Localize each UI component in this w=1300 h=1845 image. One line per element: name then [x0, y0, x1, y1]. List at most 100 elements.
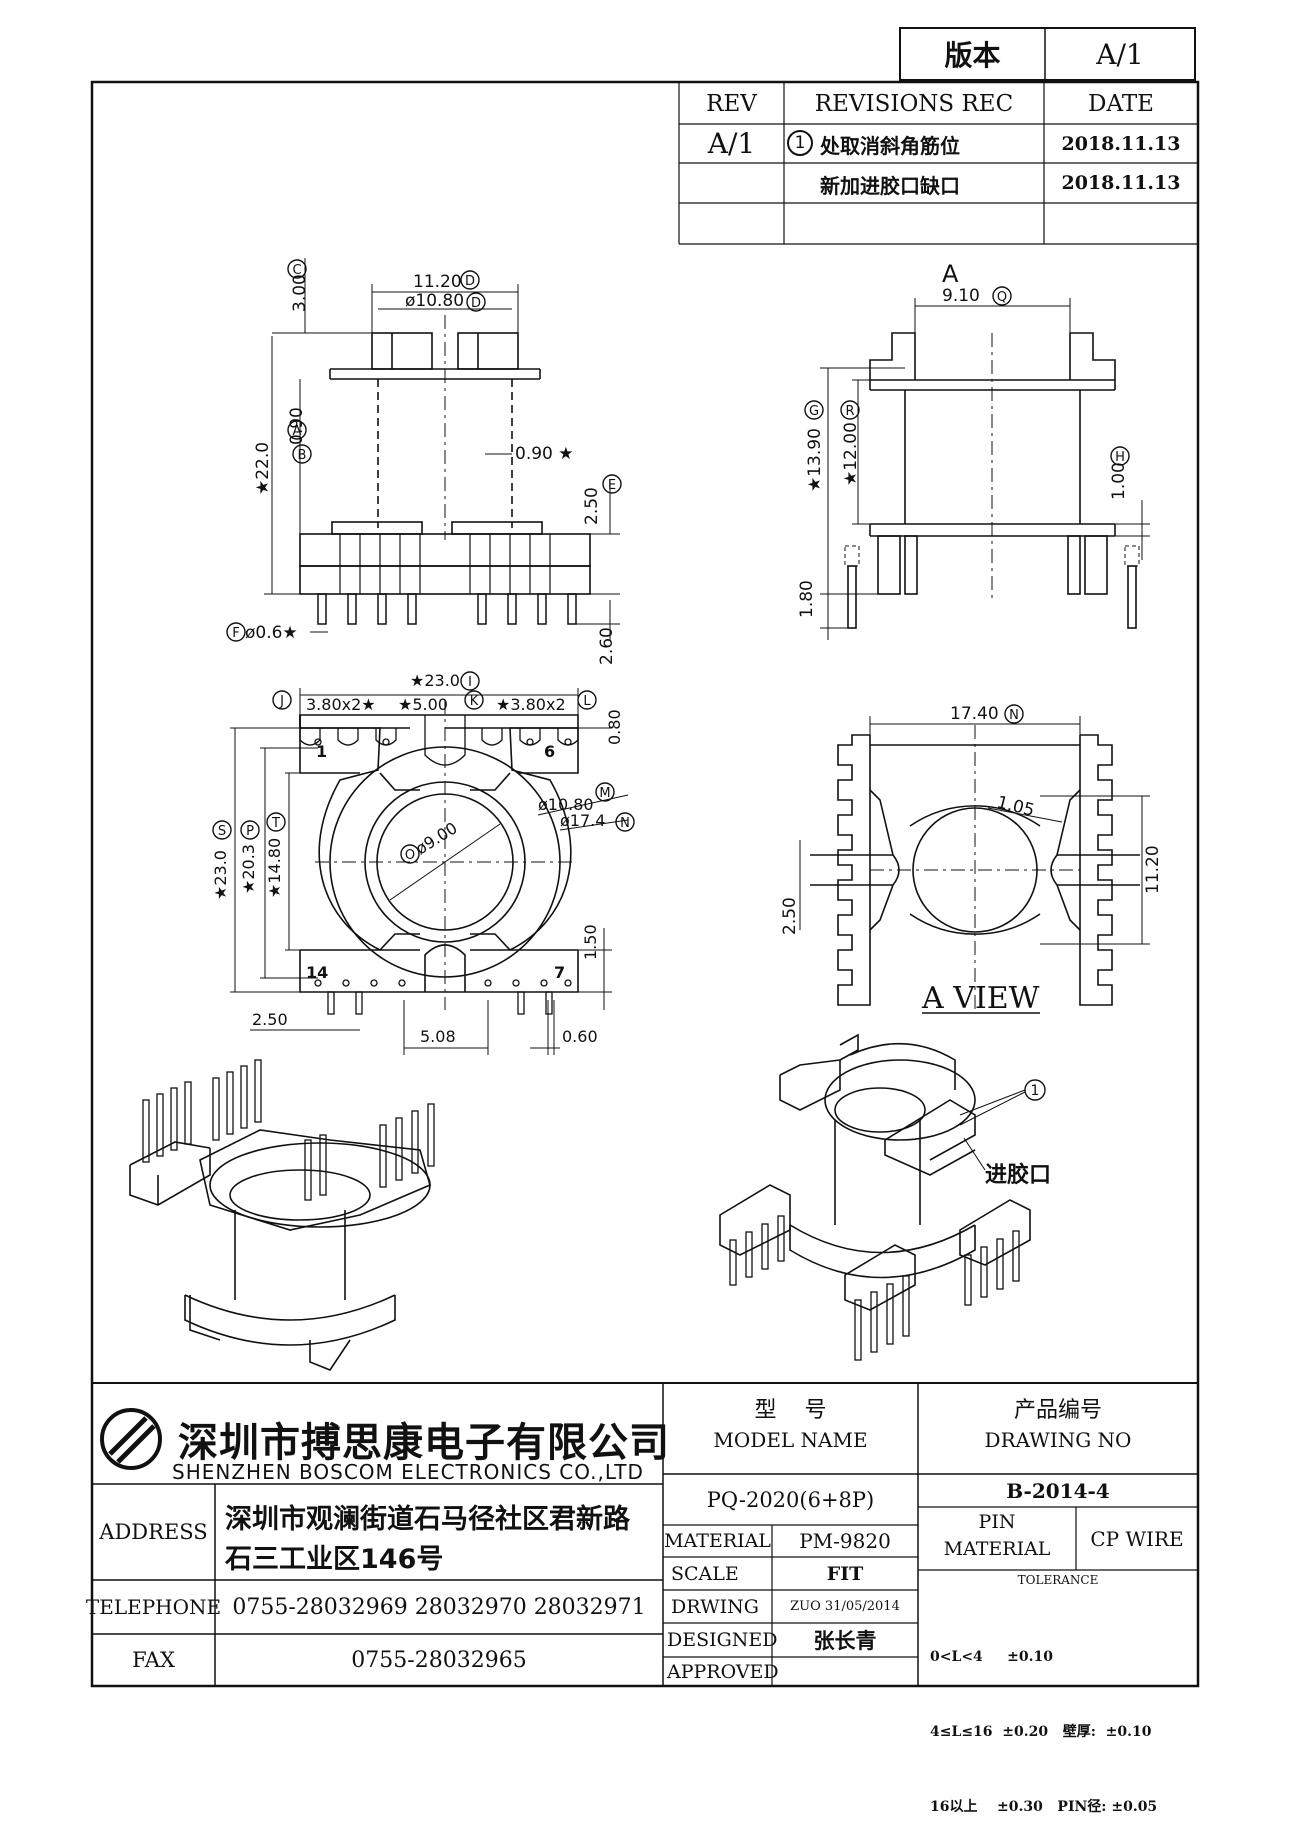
- svg-text:I: I: [468, 675, 472, 690]
- scale-label: SCALE: [671, 1562, 739, 1585]
- svg-text:5.08: 5.08: [420, 1027, 456, 1046]
- svg-text:E: E: [608, 478, 616, 493]
- svg-text:D: D: [465, 274, 475, 289]
- drawing-no-header: 产品编号 DRAWING NO: [918, 1392, 1198, 1462]
- svg-text:0.80: 0.80: [605, 709, 624, 745]
- svg-text:ø17.4: ø17.4: [560, 811, 605, 830]
- svg-text:11.20: 11.20: [1143, 845, 1163, 894]
- tolerance-row-2: 4≤L≤16 ±0.20 壁厚: ±0.10: [930, 1724, 1152, 1740]
- svg-text:P: P: [246, 824, 254, 839]
- revision-marker-number: 1: [794, 133, 806, 153]
- company-logo: [100, 1408, 162, 1470]
- svg-text:D: D: [471, 296, 481, 311]
- scale-value: FIT: [826, 1562, 864, 1585]
- svg-text:G: G: [809, 404, 819, 419]
- tolerance-row-3: 16以上 ±0.30 PIN径: ±0.05: [930, 1799, 1158, 1815]
- telephone-value: 0755-28032969 28032970 28032971: [232, 1594, 646, 1620]
- svg-text:17.40: 17.40: [950, 704, 999, 724]
- svg-text:0.60: 0.60: [562, 1027, 598, 1046]
- a-view-title: A VIEW: [921, 981, 1040, 1016]
- model-value: PQ-2020(6+8P): [706, 1487, 875, 1512]
- pin-material-value: CP WIRE: [1090, 1526, 1184, 1551]
- svg-text:H: H: [1115, 450, 1125, 465]
- svg-text:ø0.6★: ø0.6★: [245, 623, 298, 643]
- svg-text:1: 1: [316, 742, 327, 761]
- svg-text:3.80x2★: 3.80x2★: [306, 695, 376, 714]
- drawing-no-value: B-2014-4: [1006, 1478, 1110, 1503]
- address-line-1: 深圳市观澜街道石马径社区君新路: [225, 1504, 630, 1535]
- approved-label: APPROVED: [667, 1660, 779, 1683]
- svg-text:7: 7: [554, 963, 565, 982]
- a-view-marker: A: [942, 260, 959, 288]
- svg-text:2.50: 2.50: [780, 897, 800, 935]
- svg-text:★13.90: ★13.90: [805, 428, 825, 492]
- tolerance-row-1: 0<L<4 ±0.10: [930, 1649, 1053, 1665]
- svg-text:1.50: 1.50: [581, 924, 600, 960]
- svg-text:C: C: [292, 263, 301, 278]
- svg-text:0.90: 0.90: [287, 407, 307, 445]
- svg-text:L: L: [583, 694, 591, 709]
- pin-material-label-line-2: MATERIAL: [943, 1538, 1051, 1560]
- designed-label: DESIGNED: [667, 1629, 778, 1651]
- svg-text:M: M: [599, 786, 610, 801]
- svg-text:★14.80: ★14.80: [265, 838, 284, 898]
- drawing-no-en: DRAWING NO: [984, 1428, 1132, 1452]
- material-label: MATERIAL: [664, 1530, 771, 1552]
- svg-text:F: F: [232, 626, 239, 641]
- svg-text:1.00: 1.00: [1109, 462, 1129, 500]
- revision-row-1-date: 2018.11.13: [1061, 132, 1181, 155]
- address-label: ADDRESS: [99, 1520, 208, 1544]
- svg-text:2.50: 2.50: [582, 487, 602, 525]
- rev-value: A/1: [707, 127, 756, 160]
- model-name-header: 型 号 MODEL NAME: [663, 1392, 918, 1462]
- version-value: A/1: [1096, 37, 1144, 71]
- svg-text:S: S: [218, 824, 226, 839]
- svg-text:9.10: 9.10: [942, 286, 980, 306]
- svg-text:A: A: [293, 424, 302, 439]
- designed-value: 张长青: [813, 1629, 877, 1653]
- model-name-en: MODEL NAME: [713, 1428, 868, 1452]
- tolerance-values: 0<L<4 ±0.10 4≤L≤16 ±0.20 壁厚: ±0.10 16以上 …: [930, 1595, 1157, 1845]
- svg-text:★23.0: ★23.0: [410, 671, 460, 690]
- svg-text:★20.3: ★20.3: [239, 844, 258, 894]
- svg-text:14: 14: [306, 963, 328, 982]
- svg-text:2.60: 2.60: [597, 627, 617, 665]
- version-label: 版本: [944, 39, 1001, 72]
- drwing-value: ZUO 31/05/2014: [790, 1599, 900, 1614]
- fax-label: FAX: [132, 1648, 175, 1672]
- drawing-no-cn: 产品编号: [1013, 1398, 1102, 1423]
- svg-text:O: O: [405, 848, 415, 863]
- svg-text:★12.00: ★12.00: [841, 422, 861, 486]
- iso-marker-number: 1: [1031, 1083, 1040, 1099]
- svg-text:Q: Q: [997, 290, 1007, 305]
- rev-header: REV: [706, 91, 757, 117]
- svg-text:11.20: 11.20: [413, 272, 462, 292]
- pin-material-label: PIN MATERIAL: [918, 1509, 1076, 1569]
- svg-text:2.50: 2.50: [252, 1010, 288, 1029]
- model-name-cn: 型 号: [754, 1398, 827, 1423]
- revision-row-1-text: 处取消斜角筋位: [820, 134, 960, 158]
- svg-text:★5.00: ★5.00: [398, 695, 448, 714]
- svg-text:★22.0: ★22.0: [253, 442, 273, 495]
- gate-label: 进胶口: [985, 1162, 1051, 1188]
- svg-text:B: B: [298, 448, 307, 463]
- svg-text:ø10.80: ø10.80: [405, 291, 464, 311]
- svg-text:K: K: [470, 694, 479, 709]
- svg-text:6: 6: [544, 742, 555, 761]
- svg-text:3.00: 3.00: [290, 274, 310, 312]
- revision-row-2-date: 2018.11.13: [1061, 172, 1181, 194]
- material-value: PM-9820: [799, 1529, 891, 1553]
- svg-text:N: N: [620, 816, 630, 831]
- fax-value: 0755-28032965: [351, 1647, 527, 1673]
- revision-row-2-text: 新加进胶口缺口: [820, 174, 960, 198]
- tolerance-label: TOLERANCE: [1017, 1573, 1099, 1587]
- company-name-en: SHENZHEN BOSCOM ELECTRONICS CO.,LTD: [172, 1460, 644, 1484]
- svg-text:ø10.80: ø10.80: [538, 795, 594, 814]
- svg-text:R: R: [845, 404, 854, 419]
- pin-material-label-line-1: PIN: [978, 1511, 1016, 1533]
